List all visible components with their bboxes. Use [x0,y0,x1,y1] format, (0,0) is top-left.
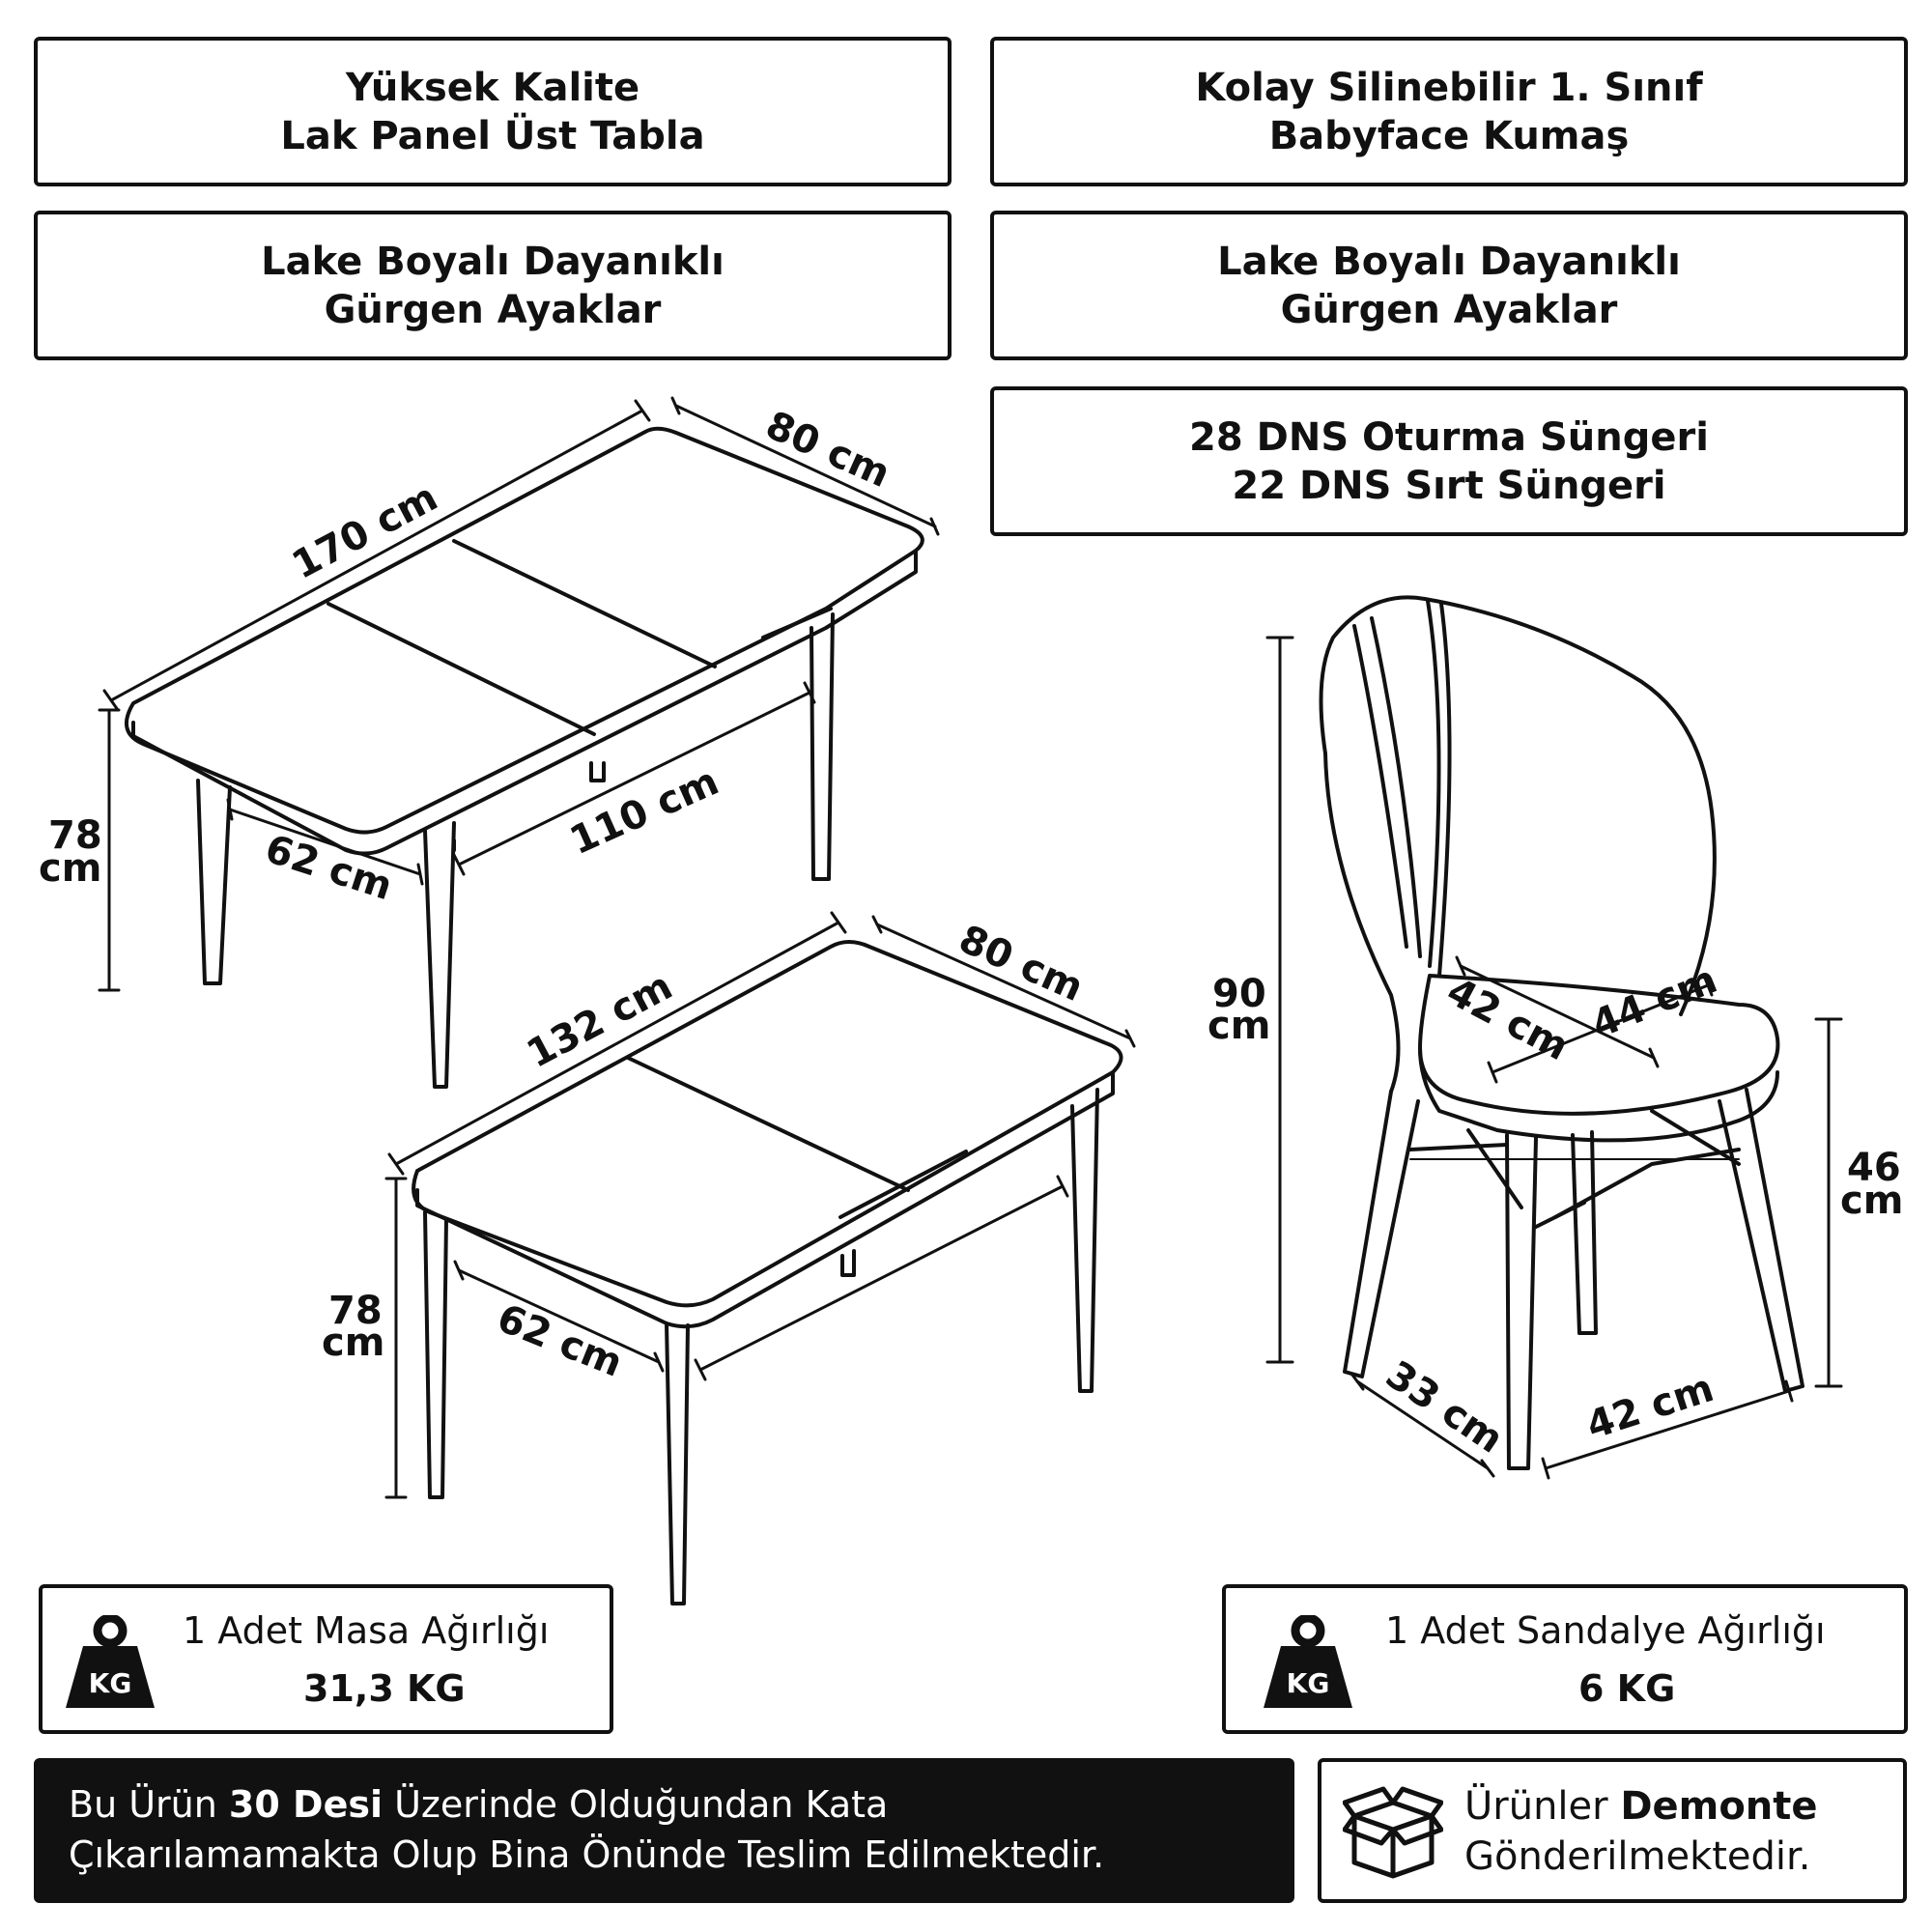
box-icon [1343,1786,1443,1879]
dim-78-bottom-unit: cm [322,1321,384,1365]
kg-label: KG [89,1667,132,1699]
dim-46-unit: cm [1840,1179,1903,1223]
feature-line: Gürgen Ayaklar [1280,287,1618,332]
disassembled-box: Ürünler Demonte Gönderilmektedir. [1318,1758,1907,1903]
notice-bold: 30 Desi [228,1783,383,1826]
feature-line: Babyface Kumaş [1268,113,1630,158]
delivery-notice: Bu Ürün 30 Desi Üzerinde Olduğundan Kata… [34,1758,1294,1903]
dim-90-unit: cm [1208,1004,1270,1048]
feature-line: Yüksek Kalite [345,65,640,110]
disassembled-bold: Demonte [1620,1784,1818,1829]
closed-table-dimensions [384,911,1136,1499]
dim-80-bottom: 80 cm [952,917,1090,1010]
feature-line: Lak Panel Üst Tabla [280,113,705,158]
dim-44-seat: 44 cm [1586,957,1723,1047]
feature-line: Lake Boyalı Dayanıklı [1217,239,1681,284]
disassembled-line-2: Gönderilmektedir. [1464,1834,1811,1879]
feature-sponge: 28 DNS Oturma Süngeri 22 DNS Sırt Sünger… [990,386,1908,536]
dim-80-top: 80 cm [759,403,896,497]
table-weight-value: 31,3 KG [303,1667,466,1710]
chair-weight-value: 6 KG [1578,1667,1676,1710]
chair-weight-box: KG 1 Adet Sandalye Ağırlığı 6 KG [1222,1584,1908,1734]
dim-78-top-num: 78 [48,813,102,858]
dim-78-top-unit: cm [39,846,101,891]
dim-46-num: 46 [1847,1146,1901,1190]
dim-78-bottom-num: 78 [328,1289,383,1333]
table-weight-title: 1 Adet Masa Ağırlığı [183,1609,550,1652]
disassembled-line-1: Ürünler Demonte [1464,1781,1818,1832]
notice-text: Üzerinde Olduğundan Kata [383,1783,889,1826]
table-weight-box: KG 1 Adet Masa Ağırlığı 31,3 KG [39,1584,613,1734]
kg-weight-icon: KG [66,1615,155,1708]
dim-132: 132 cm [520,964,679,1077]
notice-line-2: Çıkarılamamakta Olup Bina Önünde Teslim … [69,1833,1105,1876]
notice-text: Bu Ürün [69,1783,229,1826]
feature-line: Gürgen Ayaklar [324,287,662,332]
closed-table-drawing [412,940,1123,1605]
feature-top-left: Yüksek Kalite Lak Panel Üst Tabla [34,37,952,186]
feature-line: Kolay Silinebilir 1. Sınıf [1195,65,1703,110]
extended-table-drawing [124,426,924,1089]
kg-label: KG [1287,1667,1330,1699]
disassembled-text-part: Ürünler [1464,1784,1621,1829]
dim-62-bottom: 62 cm [491,1296,628,1386]
dim-90-num: 90 [1212,972,1266,1016]
feature-line: 28 DNS Oturma Süngeri [1189,414,1709,460]
notice-line-1: Bu Ürün 30 Desi Üzerinde Olduğundan Kata [69,1779,1260,1830]
disassembled-text: Ürünler Demonte Gönderilmektedir. [1464,1781,1818,1882]
chair-weight-title: 1 Adet Sandalye Ağırlığı [1385,1609,1826,1652]
feature-line: 22 DNS Sırt Süngeri [1232,463,1666,508]
feature-top-right: Kolay Silinebilir 1. Sınıf Babyface Kuma… [990,37,1908,186]
extended-table-dimensions [98,396,940,992]
kg-weight-icon: KG [1264,1615,1352,1708]
feature-mid-left: Lake Boyalı Dayanıklı Gürgen Ayaklar [34,211,952,360]
chair-dimensions [1265,636,1843,1480]
feature-line: Lake Boyalı Dayanıklı [261,239,724,284]
feature-mid-right: Lake Boyalı Dayanıklı Gürgen Ayaklar [990,211,1908,360]
